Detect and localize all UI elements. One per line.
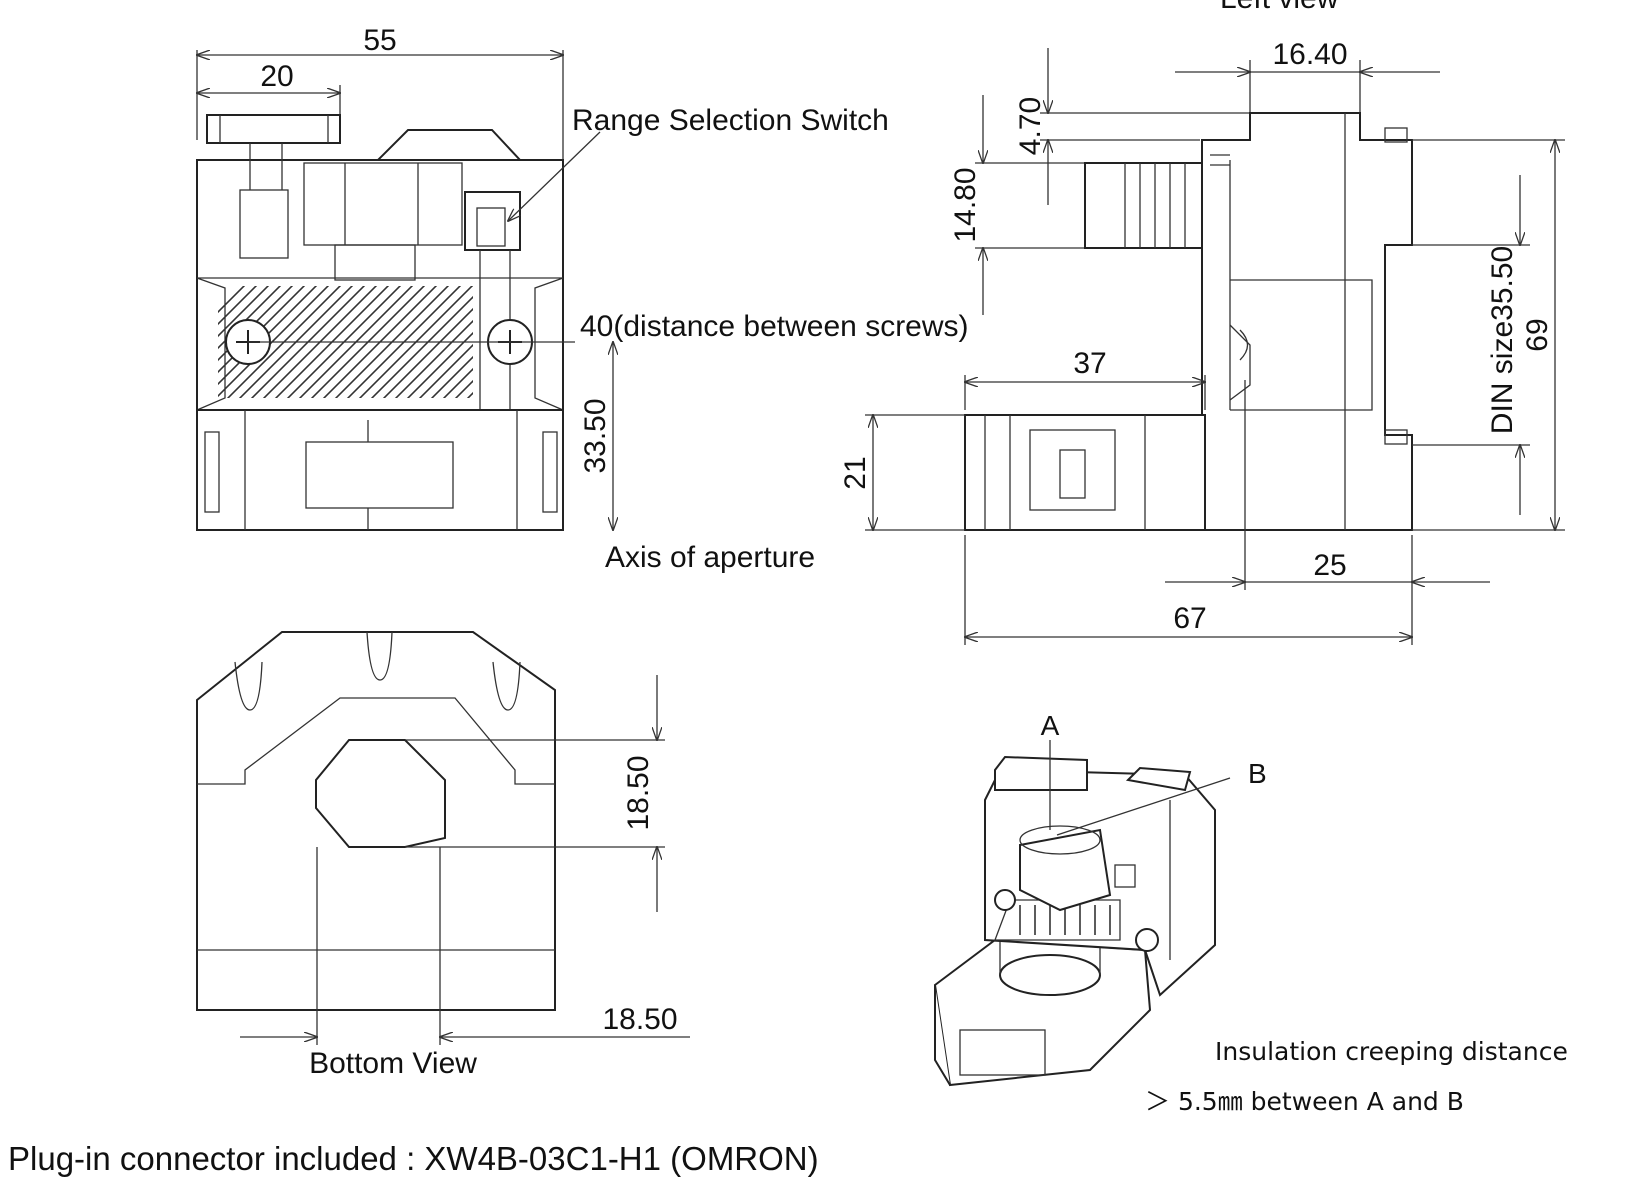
height-21-label: 21 [839,456,872,489]
hatch-line [218,286,258,326]
range-switch-label: Range Selection Switch [572,104,889,137]
axis-of-aperture-label: Axis of aperture [605,541,815,574]
front-view: 55 20 [196,24,969,574]
width-16-40-label: 16.40 [1272,38,1347,71]
height-4-70-label: 4.70 [1014,97,1047,155]
depth-67-label: 67 [1173,602,1206,635]
connector-note: Plug-in connector included : XW4B-03C1-H… [8,1140,819,1177]
iso-switch-a [994,755,1088,791]
width-25-label: 25 [1313,549,1346,582]
aperture-width-label: 18.50 [602,1003,677,1036]
point-a-label: A [1041,710,1060,741]
screw-distance-label: 40(distance between screws) [580,310,969,343]
left-view: Left view 16.40 4.70 14.80 [839,0,1565,645]
hatch-line [442,367,473,398]
plug-connector [1084,162,1203,249]
point-b-label: B [1248,758,1267,789]
width-20-label: 20 [260,60,293,93]
hatch-line [218,286,246,314]
aperture-height-label: 18.50 [622,755,655,830]
depth-37-label: 37 [1073,347,1106,380]
hatch-line [430,355,473,398]
bottom-view-title: Bottom View [309,1047,477,1080]
hatch-line [418,343,473,398]
bottom-view: 18.50 18.50 Bottom View [196,631,690,1080]
creepage-note-line2: ＞ 5.5㎜ between A and B [1145,1087,1464,1116]
left-view-title: Left view [1220,0,1339,15]
height-69-label: 69 [1521,318,1554,351]
creepage-note-line1: Insulation creeping distance [1215,1037,1568,1066]
width-55-label: 55 [363,24,396,57]
din-size-label: DIN size35.50 [1486,246,1519,434]
hatch-line [218,286,270,338]
isometric-view: A B Insulation creeping distance ＞ 5.5㎜ … [933,710,1568,1116]
height-33-50-label: 33.50 [579,398,612,473]
range-switch [464,191,521,251]
height-14-80-label: 14.80 [949,167,982,242]
hatch-line [218,286,282,350]
